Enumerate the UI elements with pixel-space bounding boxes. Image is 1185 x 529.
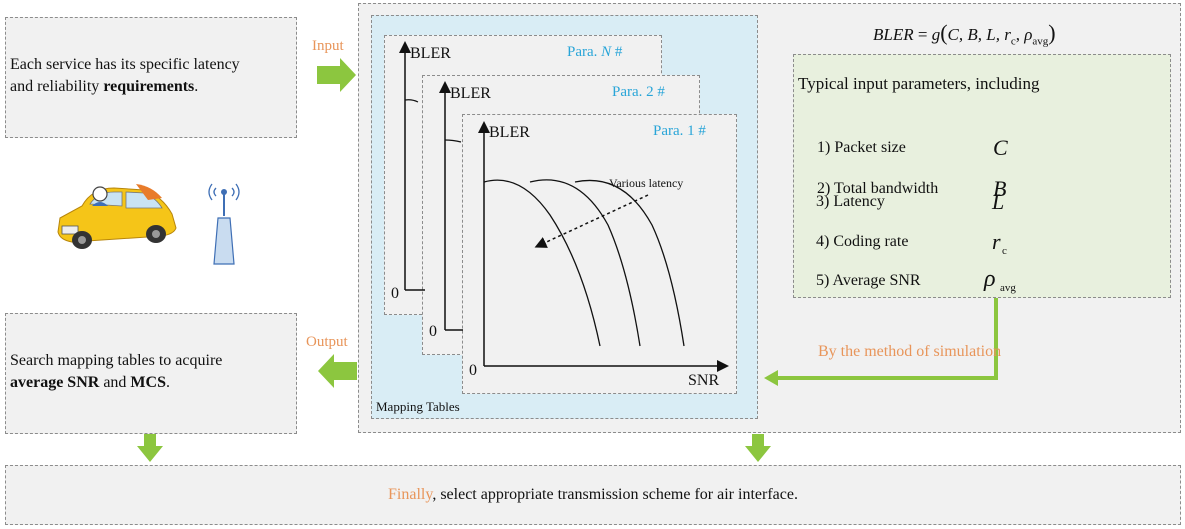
formula-lhs: BLER bbox=[873, 25, 914, 44]
search-line1: Search mapping tables to acquire bbox=[10, 352, 223, 369]
formula-fn: g bbox=[931, 25, 941, 44]
panel-n-ylabel: BLER bbox=[410, 45, 451, 62]
search-box: Search mapping tables to acquire average… bbox=[5, 313, 297, 434]
param-symbol-5: ρ bbox=[984, 266, 996, 292]
output-label: Output bbox=[306, 334, 348, 350]
param-label-2: 2) Total bandwidth bbox=[817, 180, 939, 197]
simulation-line bbox=[775, 298, 998, 380]
curve-2 bbox=[529, 179, 641, 347]
down-arrow-left bbox=[137, 434, 163, 462]
simulation-arrowhead bbox=[764, 370, 778, 386]
param-label-3: 3) Latency bbox=[816, 193, 885, 210]
param-symbol-3: L bbox=[992, 189, 1005, 214]
final-box: Finally, select appropriate transmission… bbox=[5, 465, 1181, 525]
params-heading: Typical input parameters, including bbox=[798, 74, 1040, 93]
simulation-label: By the method of simulation bbox=[818, 343, 1002, 360]
output-arrow bbox=[318, 354, 357, 388]
panel-n-title: Para. N # bbox=[567, 44, 622, 61]
panel-1-ylabel: BLER bbox=[489, 124, 530, 141]
curve-3 bbox=[574, 179, 685, 347]
mapping-tables-label: Mapping Tables bbox=[376, 399, 460, 414]
final-text: , select appropriate transmission scheme… bbox=[432, 486, 798, 503]
latency-arrow bbox=[534, 194, 649, 248]
search-end: . bbox=[165, 374, 170, 391]
panel-2-zero: 0 bbox=[429, 323, 437, 340]
input-label: Input bbox=[312, 38, 344, 54]
panel-n-title-pre: Para. bbox=[567, 44, 602, 60]
requirements-line1: Each service has its specific latency bbox=[10, 56, 240, 73]
param-label-5: 5) Average SNR bbox=[816, 272, 921, 289]
input-arrow bbox=[317, 58, 356, 92]
curve-1 bbox=[483, 179, 601, 347]
search-and: and bbox=[99, 374, 131, 391]
param-label-1: 1) Packet size bbox=[817, 139, 906, 156]
panel-n-zero: 0 bbox=[391, 285, 399, 302]
panel-n-title-post: # bbox=[611, 44, 623, 60]
taxi-icon bbox=[57, 184, 177, 249]
formula-args: C, B, L, r bbox=[947, 25, 1011, 44]
latency-annotation: Various latency bbox=[609, 176, 684, 190]
param-row-1: 1) Packet size C bbox=[817, 135, 1117, 160]
param-label-4: 4) Coding rate bbox=[816, 233, 909, 250]
formula-sub-c: c bbox=[1010, 35, 1016, 48]
formula-rho: ρ bbox=[1024, 25, 1033, 44]
formula-sub-avg: avg bbox=[1032, 35, 1049, 48]
search-bold1: average SNR bbox=[10, 374, 100, 391]
formula: BLER = g(C, B, L, rc, ρavg) bbox=[873, 20, 1056, 48]
requirements-line2b: requirements bbox=[103, 78, 195, 95]
panel-2-ylabel: BLER bbox=[450, 85, 491, 102]
param-sub-4: c bbox=[1002, 245, 1007, 257]
requirements-line2a: and reliability bbox=[10, 78, 104, 95]
down-arrow-right bbox=[745, 434, 771, 462]
param-symbol-1: C bbox=[993, 135, 1008, 160]
requirements-line2c: . bbox=[194, 78, 199, 95]
panel-1-title: Para. 1 # bbox=[653, 123, 706, 139]
antenna-icon bbox=[208, 183, 240, 265]
param-symbol-2: B bbox=[993, 176, 1007, 201]
search-bold2: MCS bbox=[130, 374, 166, 391]
panel-1-xlabel: SNR bbox=[688, 372, 720, 389]
chart-panel-1 bbox=[462, 114, 737, 394]
params-box: Typical input parameters, including 1) P… bbox=[793, 54, 1171, 298]
param-row-2: 2) Total bandwidth B bbox=[817, 176, 1117, 201]
final-highlight: Finally bbox=[388, 486, 433, 503]
param-row-latency-text: 3) Latency L bbox=[816, 189, 1116, 214]
param-symbol-4: r bbox=[992, 229, 1001, 254]
panel-1-zero: 0 bbox=[469, 362, 477, 379]
requirements-box: Each service has its specific latency an… bbox=[5, 17, 297, 138]
param-sub-5: avg bbox=[1000, 282, 1016, 294]
formula-eq: = bbox=[913, 25, 932, 44]
panel-2-title: Para. 2 # bbox=[612, 84, 665, 100]
panel-n-title-var: N bbox=[601, 44, 612, 60]
